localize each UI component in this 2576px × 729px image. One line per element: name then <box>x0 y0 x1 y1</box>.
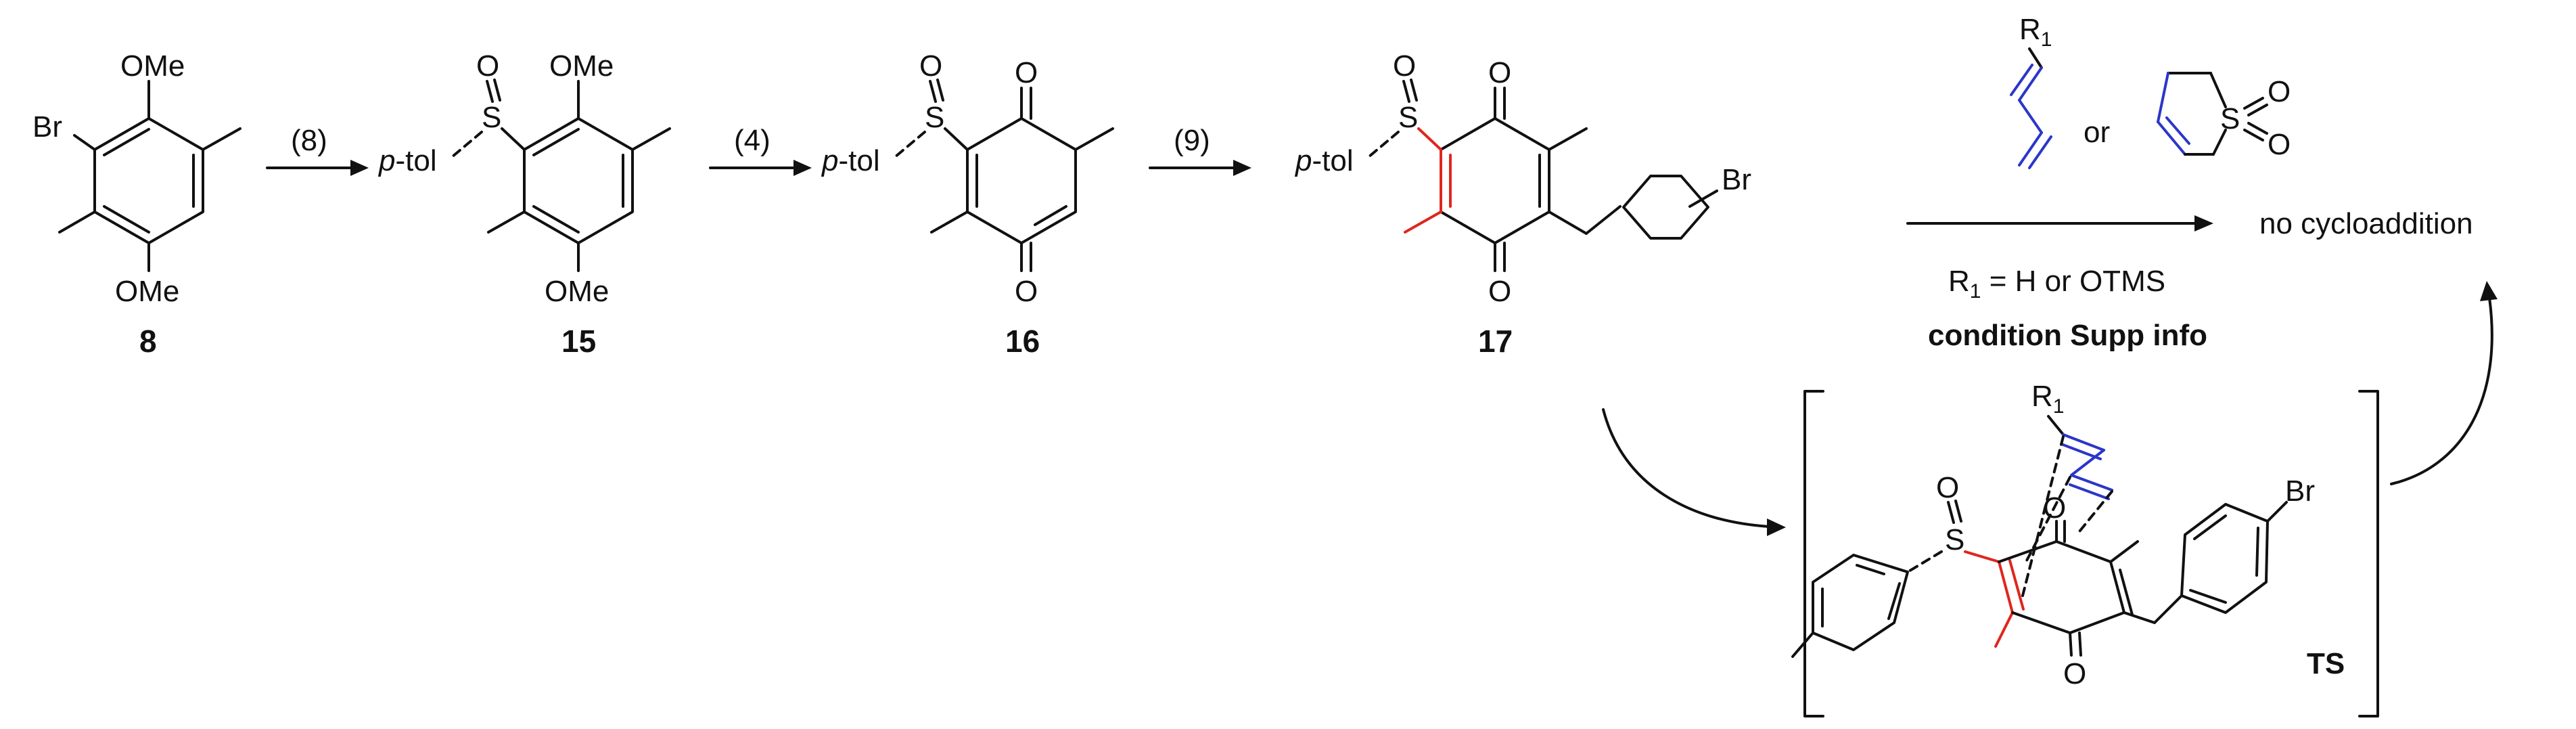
compound-15: OMe OMe S O p-tol 15 <box>377 49 671 359</box>
ts-br-label: Br <box>2285 474 2315 508</box>
ome-top-label: OMe <box>549 49 614 83</box>
curved-arrow-to-ts-head <box>1767 518 1786 536</box>
compound-16-label: 16 <box>1005 324 1040 359</box>
ts-label: TS <box>2307 647 2345 680</box>
step-3-label: (9) <box>1174 124 1210 157</box>
ts-r1-label: R1 <box>2031 380 2064 418</box>
ts-o-top: O <box>2043 491 2066 525</box>
ome-top-label: OMe <box>120 49 185 83</box>
arrow-step-3: (9) <box>1149 124 1251 176</box>
br-label: Br <box>32 110 62 143</box>
step-1-label: (8) <box>291 124 327 157</box>
step-2-label: (4) <box>734 124 770 157</box>
sulfur-label: S <box>482 101 501 134</box>
curved-arrow-to-result-head <box>2480 281 2498 301</box>
quinone-o-bottom: O <box>1015 275 1038 308</box>
sulfur-label: S <box>1398 101 1418 134</box>
ts-sulfoxide-o: O <box>1936 471 1959 504</box>
ts-o-bottom: O <box>2063 657 2086 690</box>
transition-state: R1 O O Br S O <box>1791 380 2379 717</box>
compound-16: O O S O p-tol 16 <box>821 49 1114 359</box>
compound-8: OMe Br OMe 8 <box>32 49 242 359</box>
r1-label: R1 <box>2019 13 2052 51</box>
ome-bottom-label: OMe <box>545 275 609 308</box>
compound-17-label: 17 <box>1478 324 1513 359</box>
result-label: no cycloaddition <box>2259 207 2473 240</box>
r1-definition: R1 = H or OTMS <box>1948 265 2165 303</box>
br-label: Br <box>1722 163 1751 196</box>
sulfoxide-o-label: O <box>1393 49 1416 83</box>
ptol-label: p-tol <box>377 144 437 177</box>
arrow-step-2: (4) <box>709 124 812 176</box>
sulfoxide-o-label: O <box>476 49 499 83</box>
bracket-left <box>1803 390 1824 717</box>
compound-17: O O Br S O p-tol 17 <box>1294 49 1751 359</box>
arrow-main <box>1906 215 2213 231</box>
sulfolene-reagent: S O O <box>2157 72 2291 161</box>
sulfone-o-bottom: O <box>2268 128 2291 161</box>
compound-15-label: 15 <box>561 324 596 359</box>
quinone-o-top: O <box>1488 56 1511 89</box>
sulfur-label: S <box>925 101 944 134</box>
ts-sulfur-label: S <box>1945 523 1964 556</box>
bracket-right <box>2358 390 2379 717</box>
ptol-label: p-tol <box>1294 144 1354 177</box>
or-label: or <box>2084 116 2110 149</box>
sulfoxide-o-label: O <box>919 49 942 83</box>
sulfone-o-top: O <box>2268 75 2291 108</box>
ome-bottom-label: OMe <box>115 275 179 308</box>
quinone-o-bottom: O <box>1488 275 1511 308</box>
ptol-label: p-tol <box>821 144 880 177</box>
arrow-step-1: (8) <box>266 124 369 176</box>
curved-arrow-to-result <box>2390 296 2493 485</box>
diene-reagent: R1 <box>2010 13 2052 169</box>
sulfone-s-label: S <box>2220 102 2240 135</box>
curved-arrow-to-ts <box>1602 408 1770 528</box>
quinone-o-top: O <box>1015 56 1038 89</box>
condition-label: condition Supp info <box>1928 319 2207 352</box>
compound-8-label: 8 <box>139 324 157 359</box>
